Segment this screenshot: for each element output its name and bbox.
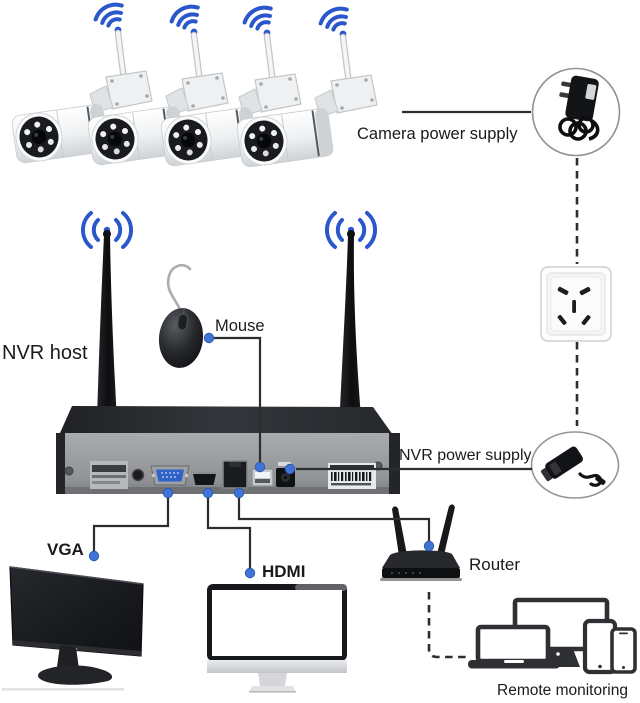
wall-outlet-icon (540, 266, 612, 342)
nvr-label-sticker (90, 461, 128, 489)
remote-devices-icon (468, 597, 637, 675)
ethernet-port (222, 460, 248, 489)
nvr-top (60, 406, 393, 435)
nvr-host-label: NVR host (2, 342, 88, 364)
router-icon (380, 504, 462, 581)
mouse-icon (158, 263, 204, 368)
nvr-power-supply-label: NVR power supply (399, 447, 532, 464)
outlet-slots (557, 286, 591, 326)
camera-power-adapter-icon (531, 67, 621, 157)
vga-monitor-icon (2, 566, 144, 691)
hdmi-port (193, 471, 216, 485)
antenna-icon (392, 504, 455, 556)
wifi-icon (324, 211, 378, 249)
remote-monitoring-label: Remote monitoring (497, 682, 628, 699)
vga-label: VGA (47, 540, 84, 559)
router-label: Router (469, 555, 521, 574)
camera-group (0, 0, 400, 185)
nvr-power-adapter-icon (530, 431, 620, 499)
mouse-label: Mouse (215, 317, 265, 335)
vga-cable-line (92, 494, 170, 551)
laptop-icon (468, 624, 560, 669)
hdmi-label: HDMI (262, 562, 306, 581)
camera-power-supply-label: Camera power supply (357, 125, 518, 143)
hdmi-monitor-icon (207, 584, 347, 693)
power-cable (558, 116, 600, 141)
audio-port (131, 468, 145, 482)
connector-dot (244, 567, 256, 579)
barcode-icon (328, 463, 376, 489)
smartphone-icon (610, 627, 637, 674)
hdmi-cable-line (206, 494, 252, 568)
usb-port (251, 468, 274, 487)
vga-port (150, 465, 190, 486)
